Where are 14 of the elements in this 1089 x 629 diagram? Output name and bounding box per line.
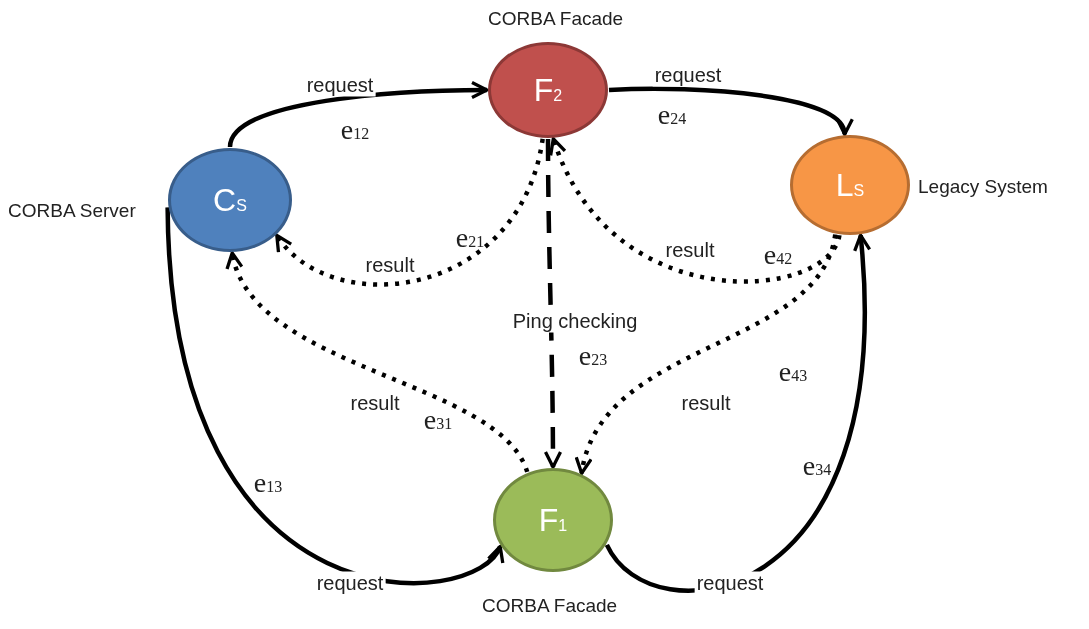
- arrow: [165, 207, 502, 586]
- node-caption: CORBA Server: [8, 200, 136, 222]
- node-caption: CORBA Facade: [488, 8, 624, 30]
- node-caption: CORBA Facade: [482, 595, 618, 617]
- arrow: [605, 233, 871, 593]
- arrow: [227, 81, 489, 148]
- arrow: [550, 137, 842, 284]
- arrow: [228, 251, 530, 473]
- node-caption: Legacy System: [918, 176, 1048, 198]
- arrow: [275, 138, 545, 287]
- arrow: [543, 139, 563, 469]
- node-ellipse: [493, 468, 613, 572]
- arrow: [576, 233, 838, 475]
- edge-label: request: [694, 571, 766, 595]
